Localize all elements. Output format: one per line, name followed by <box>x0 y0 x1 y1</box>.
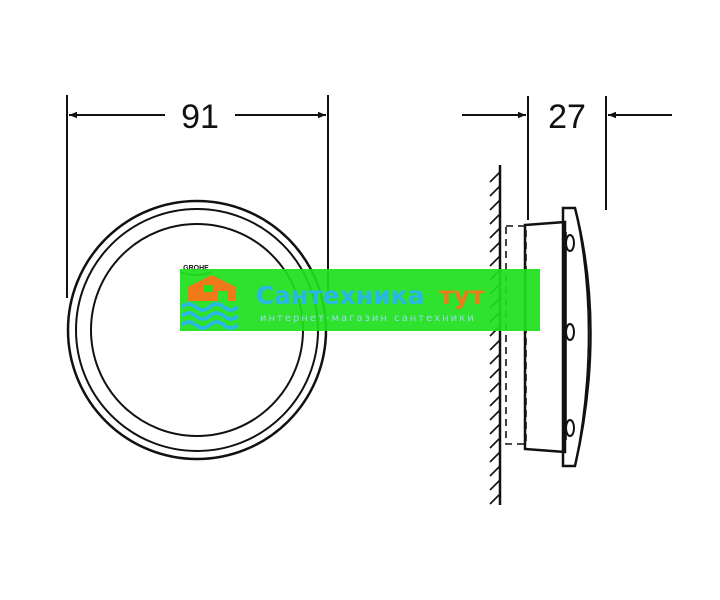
hatch-stroke <box>489 423 501 435</box>
hatch-stroke <box>489 465 501 477</box>
button-inner-curve <box>575 211 590 463</box>
hatch-stroke <box>489 451 501 463</box>
depth-dimension-label: 27 <box>548 98 586 136</box>
hatch-stroke <box>489 353 501 365</box>
watermark-brand-text: Сантехника тут <box>256 281 485 310</box>
side-view: 27 <box>462 96 672 505</box>
mounting-hole-top <box>565 234 575 252</box>
watermark-background <box>180 269 540 331</box>
hatch-stroke <box>489 255 501 267</box>
hatch-stroke <box>489 479 501 491</box>
watermark-brand-main: Сантехника <box>256 281 425 310</box>
hatch-stroke <box>489 339 501 351</box>
hatch-stroke <box>489 381 501 393</box>
wall-hatching <box>489 171 501 505</box>
hatch-stroke <box>489 395 501 407</box>
waves-icon <box>180 302 240 330</box>
hatch-stroke <box>489 241 501 253</box>
hatch-stroke <box>489 213 501 225</box>
house-icon <box>188 275 236 301</box>
hatch-stroke <box>489 171 501 183</box>
installation-frame-dashed <box>505 225 527 445</box>
hatch-stroke <box>489 185 501 197</box>
plate-body-profile <box>523 220 567 454</box>
hatch-stroke <box>489 367 501 379</box>
watermark-brand-accent: тут <box>439 281 485 310</box>
mounting-hole-middle <box>565 323 575 341</box>
width-dimension-label: 91 <box>181 98 219 136</box>
mounting-hole-bottom <box>565 419 575 437</box>
watermark-tagline: интернет-магазин сантехники <box>260 313 476 324</box>
hatch-stroke <box>489 409 501 421</box>
watermark-banner: Сантехника тут интернет-магазин сантехни… <box>180 269 540 331</box>
hatch-stroke <box>489 199 501 211</box>
hatch-stroke <box>489 227 501 239</box>
hatch-stroke <box>489 437 501 449</box>
hatch-stroke <box>489 493 501 505</box>
grohe-logo-text: GROHE <box>183 265 209 272</box>
